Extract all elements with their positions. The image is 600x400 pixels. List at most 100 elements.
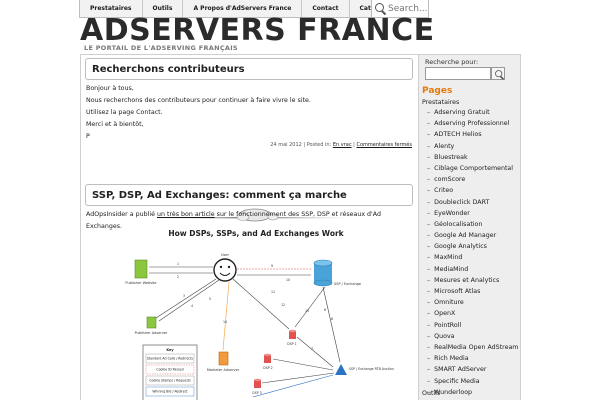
step-label: 4 bbox=[191, 304, 193, 308]
post-title-box: Recherchons contributeurs bbox=[85, 58, 413, 80]
dsp3-icon bbox=[254, 378, 261, 388]
post-line: Merci et à bientôt, bbox=[86, 121, 144, 128]
sidebar-page-item[interactable]: Ciblage Comportemental bbox=[427, 163, 518, 174]
publisher-website-icon bbox=[134, 259, 148, 279]
nav-search-input[interactable] bbox=[388, 3, 428, 14]
top-nav: Prestataires Outils A Propos d'AdServers… bbox=[79, 0, 429, 18]
step-label: 14 bbox=[223, 320, 227, 324]
sidebar-page-item[interactable]: RealMedia Open AdStream bbox=[427, 342, 518, 353]
sidebar-page-item[interactable]: MediaMind bbox=[427, 264, 518, 275]
sidebar-page-item[interactable]: Specific Media bbox=[427, 376, 518, 387]
intro-text: AdOpsInsider a publié bbox=[86, 211, 157, 218]
step-label: 10 bbox=[286, 278, 290, 282]
step-label: 1 bbox=[177, 262, 179, 266]
post-comments-link[interactable]: Commentaires fermés bbox=[356, 142, 412, 148]
dsp2-icon bbox=[264, 353, 271, 363]
meta-separator: | bbox=[351, 142, 357, 148]
publisher-website-label: Publisher Website bbox=[125, 281, 156, 285]
user-icon bbox=[213, 258, 237, 282]
site-title[interactable]: ADSERVERS FRANCE bbox=[80, 13, 435, 48]
post-meta: 24 mai 2012 | Posted in: En vrac | Comme… bbox=[270, 142, 412, 148]
sidebar-page-item[interactable]: Criteo bbox=[427, 185, 518, 196]
key-item: Standard Ad Calls / Redirects bbox=[147, 357, 194, 361]
diagram-title: How DSPs, SSPs, and Ad Exchanges Work bbox=[168, 229, 344, 238]
sidebar-page-item[interactable]: Bluestreak bbox=[427, 152, 518, 163]
publisher-adserver-label: Publisher Adserver bbox=[135, 331, 168, 335]
dsp1-label: DSP 1 bbox=[287, 342, 296, 346]
search-label: Recherche pour: bbox=[425, 58, 479, 66]
diagram-key: Key Standard Ad Calls / Redirects Cookie… bbox=[142, 344, 198, 400]
pages-heading: Pages bbox=[422, 86, 453, 96]
post-line: Utilisez la page Contact. bbox=[86, 109, 163, 116]
ssp-auction-label: SSP / Exchange RTB Auction bbox=[349, 367, 394, 371]
sidebar-page-item[interactable]: PointRoll bbox=[427, 320, 518, 331]
sidebar-page-item[interactable]: Adserving Gratuit bbox=[427, 107, 518, 118]
sidebar-page-item[interactable]: Google Analytics bbox=[427, 241, 518, 252]
sidebar-page-item[interactable]: Doubleclick DART bbox=[427, 197, 518, 208]
intro-text: sur le fonctionnement des SSP, DSP et ré… bbox=[86, 211, 381, 230]
post-title-link[interactable]: SSP, DSP, Ad Exchanges: comment ça march… bbox=[92, 190, 347, 201]
sidebar-page-item[interactable]: ADTECH Helios bbox=[427, 129, 518, 140]
ssp-exchange-label: SSP / Exchange bbox=[334, 282, 361, 286]
nav-item-prestataires[interactable]: Prestataires bbox=[80, 0, 143, 17]
marketer-adserver-icon bbox=[218, 351, 229, 366]
post-title-link[interactable]: Recherchons contributeurs bbox=[92, 64, 245, 75]
key-item: Cookie ID Passed bbox=[156, 368, 183, 372]
key-item: Cookie Stamps / Requests bbox=[149, 379, 191, 383]
sidebar-page-item[interactable]: Géolocalisation bbox=[427, 219, 518, 230]
sidebar-page-item[interactable]: Mesures et Analytics bbox=[427, 275, 518, 286]
post-category-link[interactable]: En vrac bbox=[332, 142, 352, 148]
nav-item-contact[interactable]: Contact bbox=[302, 0, 350, 17]
step-label: 9 bbox=[271, 264, 273, 268]
water-drop-separator bbox=[151, 208, 351, 222]
step-label: 8 bbox=[331, 317, 333, 321]
post-line: Bonjour à tous, bbox=[86, 85, 134, 92]
search-icon[interactable] bbox=[374, 2, 386, 15]
ad-exchange-diagram: How DSPs, SSPs, and Ad Exchanges Work Us… bbox=[125, 229, 394, 400]
user-label: User bbox=[221, 253, 230, 257]
sidebar-page-item[interactable]: OpenX bbox=[427, 308, 518, 319]
key-item: Winning Bid / Redirect bbox=[152, 390, 188, 394]
post-line: P bbox=[86, 133, 90, 140]
step-label: 12 bbox=[281, 303, 285, 307]
sidebar-page-item[interactable]: Wunderloop bbox=[427, 387, 518, 398]
step-label: 2 bbox=[177, 275, 179, 279]
sidebar-page-item[interactable]: Rich Media bbox=[427, 353, 518, 364]
post-title-box: SSP, DSP, Ad Exchanges: comment ça march… bbox=[85, 184, 413, 206]
sidebar-page-item[interactable]: MaxMind bbox=[427, 252, 518, 263]
sidebar-category-outils[interactable]: Outils bbox=[422, 390, 441, 397]
sidebar-page-list: Adserving Gratuit Adserving Professionne… bbox=[427, 107, 518, 398]
site-tagline: LE PORTAIL DE L'ADSERVING FRANÇAIS bbox=[84, 44, 238, 52]
article-link[interactable]: un très bon article bbox=[157, 211, 215, 218]
sidebar-category-prestataires[interactable]: Prestataires bbox=[422, 99, 460, 106]
post-date: 24 mai 2012 | Posted in: bbox=[270, 142, 333, 148]
sidebar-page-item[interactable]: Google Ad Manager bbox=[427, 230, 518, 241]
step-label: 7 bbox=[311, 347, 313, 351]
ssp-exchange-icon bbox=[314, 263, 332, 283]
publisher-adserver-icon bbox=[146, 316, 157, 329]
sidebar: Recherche pour: Pages Prestataires Adser… bbox=[419, 54, 521, 400]
sidebar-page-item[interactable]: Omniture bbox=[427, 297, 518, 308]
step-label: 11 bbox=[271, 290, 275, 294]
sidebar-search-button[interactable] bbox=[491, 67, 505, 80]
nav-item-outils[interactable]: Outils bbox=[143, 0, 184, 17]
sidebar-page-item[interactable]: EyeWonder bbox=[427, 208, 518, 219]
sidebar-page-item[interactable]: comScore bbox=[427, 174, 518, 185]
post-body: Bonjour à tous, Nous recherchons des con… bbox=[86, 83, 311, 143]
sidebar-page-item[interactable]: Alenty bbox=[427, 141, 518, 152]
step-label: 6 bbox=[324, 308, 326, 312]
sidebar-page-item[interactable]: Quova bbox=[427, 331, 518, 342]
nav-item-a-propos[interactable]: A Propos d'AdServers France bbox=[183, 0, 303, 17]
sidebar-page-item[interactable]: Microsoft Atlas bbox=[427, 286, 518, 297]
post-intro: AdOpsInsider a publié un très bon articl… bbox=[86, 209, 418, 233]
post-line: Nous recherchons des contributeurs pour … bbox=[86, 97, 311, 104]
dsp3-label: DSP 3 bbox=[252, 391, 261, 395]
dsp2-label: DSP 2 bbox=[263, 366, 272, 370]
key-title: Key bbox=[166, 348, 174, 352]
sidebar-page-item[interactable]: Adserving Professionnel bbox=[427, 118, 518, 129]
marketer-adserver-label: Marketer Adserver bbox=[207, 368, 240, 372]
sidebar-search-input[interactable] bbox=[425, 67, 491, 80]
step-label: 5 bbox=[209, 297, 211, 301]
sidebar-page-item[interactable]: SMART AdServer bbox=[427, 364, 518, 375]
ssp-auction-icon bbox=[335, 364, 347, 375]
